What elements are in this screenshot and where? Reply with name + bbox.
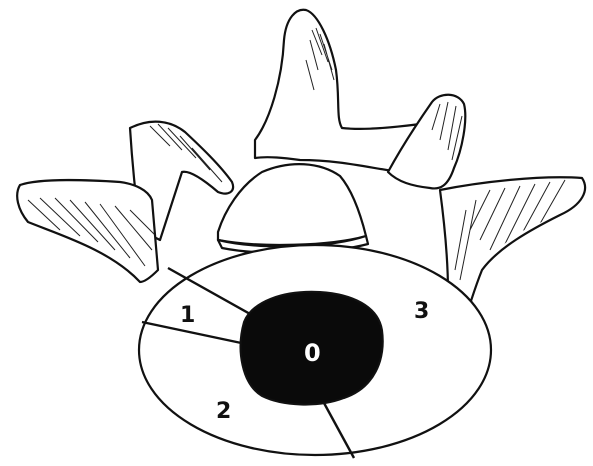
zone-label-3: 3 — [414, 299, 429, 324]
vertebral-lamina — [218, 164, 366, 245]
right-transverse-process — [440, 177, 585, 304]
zone-label-0: 0 — [304, 339, 321, 367]
zone-label-2: 2 — [216, 399, 231, 424]
zone-label-1: 1 — [180, 303, 195, 328]
